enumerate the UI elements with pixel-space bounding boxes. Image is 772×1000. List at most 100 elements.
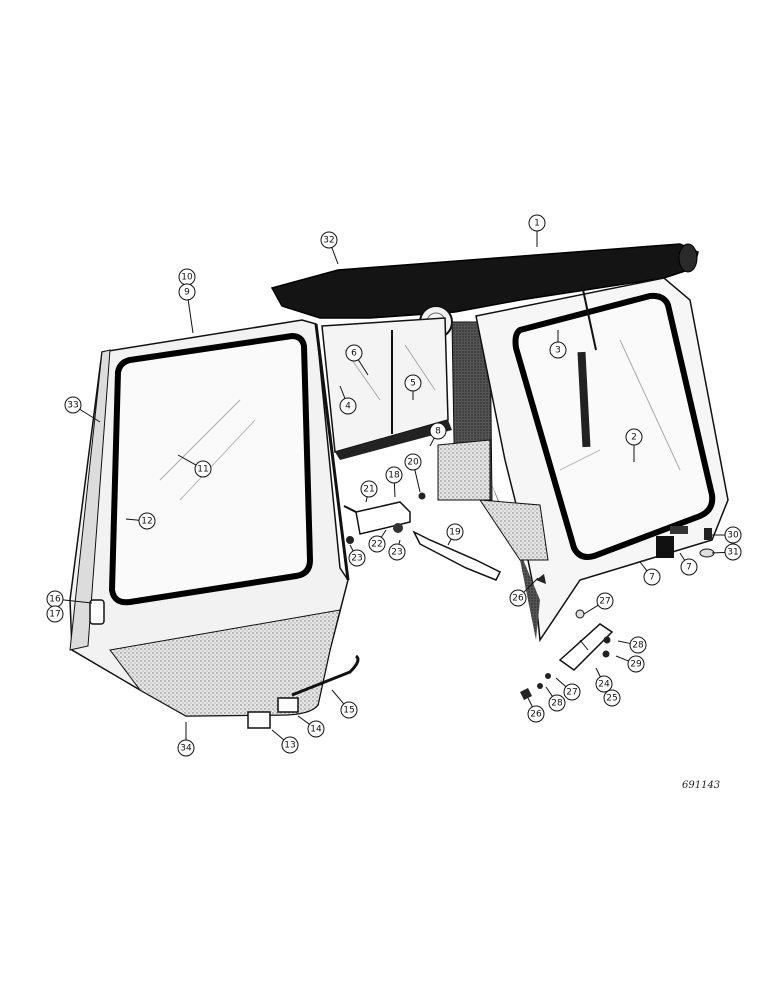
leader-line xyxy=(595,667,601,678)
leader-line xyxy=(523,577,539,593)
callout-label: 21 xyxy=(363,485,374,495)
callout-15: 15 xyxy=(331,689,358,719)
callout-label: 22 xyxy=(371,540,382,550)
callout-6: 6 xyxy=(345,344,369,376)
callout-label: 27 xyxy=(599,597,610,607)
leader-line xyxy=(527,697,533,708)
callout-5: 5 xyxy=(404,374,422,400)
support-bracket xyxy=(412,530,502,581)
callout-11: 11 xyxy=(177,454,212,478)
callout-circle xyxy=(595,675,613,693)
callout-label: 10 xyxy=(181,273,193,283)
callout-label: 6 xyxy=(351,349,357,359)
leader-line xyxy=(711,551,726,554)
callout-21: 21 xyxy=(360,480,378,503)
callout-circle xyxy=(404,374,422,392)
leader-line xyxy=(545,686,553,697)
callout-label: 4 xyxy=(345,402,351,412)
leader-line xyxy=(349,544,354,552)
callout-26: 26 xyxy=(509,577,539,607)
callout-label: 11 xyxy=(197,465,208,475)
callout-circle xyxy=(724,543,742,561)
callout-circle xyxy=(549,341,567,359)
leader-line xyxy=(297,715,310,725)
callout-2: 2 xyxy=(625,428,643,462)
callout-circle xyxy=(385,466,403,484)
callout-circle xyxy=(138,512,156,530)
callout-label: 29 xyxy=(630,660,642,670)
leader-line xyxy=(583,604,599,615)
callout-label: 19 xyxy=(449,528,461,538)
callout-label: 23 xyxy=(391,548,402,558)
callout-circle xyxy=(509,589,527,607)
callout-circle xyxy=(64,396,82,414)
callout-circle xyxy=(596,592,614,610)
leader-line xyxy=(393,482,396,498)
callout-27: 27 xyxy=(555,677,581,701)
callout-7: 7 xyxy=(679,552,698,576)
callout-7: 7 xyxy=(639,561,661,586)
callout-circle xyxy=(625,428,643,446)
callout-label: 30 xyxy=(727,531,739,541)
callout-circle xyxy=(446,523,464,541)
leader-line xyxy=(331,247,339,265)
callout-label: 14 xyxy=(310,725,322,735)
callout-22: 22 xyxy=(368,529,387,553)
callout-label: 34 xyxy=(180,744,192,754)
callout-label: 1 xyxy=(534,219,540,229)
callout-20: 20 xyxy=(404,453,422,493)
leader-line xyxy=(339,385,346,399)
callout-1: 1 xyxy=(528,214,546,247)
front-window-panel xyxy=(475,277,729,643)
door-handle xyxy=(89,599,105,625)
figure-reference: 691143 xyxy=(682,780,720,791)
callout-14: 14 xyxy=(297,715,325,738)
leader-line xyxy=(271,729,285,741)
callout-3: 3 xyxy=(549,330,567,359)
callout-label: 33 xyxy=(67,401,78,411)
callout-23: 23 xyxy=(348,544,366,567)
callout-28: 28 xyxy=(545,686,566,712)
callout-circle xyxy=(548,694,566,712)
callout-label: 9 xyxy=(184,288,190,298)
hardware-nuts xyxy=(346,492,426,544)
callout-circle xyxy=(368,535,386,553)
callout-circle xyxy=(46,605,64,623)
callout-label: 2 xyxy=(631,433,637,443)
leader-line xyxy=(380,529,387,538)
callout-19: 19 xyxy=(446,523,464,546)
callout-circle xyxy=(429,422,447,440)
callout-label: 7 xyxy=(686,563,692,573)
door-check-parts xyxy=(247,654,360,729)
callout-8: 8 xyxy=(429,422,447,447)
cab-door xyxy=(69,319,350,717)
callout-circle xyxy=(307,720,325,738)
callout-circle xyxy=(643,568,661,586)
wiper-blade xyxy=(577,284,597,448)
callout-circle xyxy=(339,397,357,415)
callout-circle xyxy=(340,701,358,719)
callout-circle xyxy=(603,689,621,707)
leader-line xyxy=(62,599,93,604)
callout-label: 23 xyxy=(351,554,362,564)
callout-circle xyxy=(629,636,647,654)
callout-17: 17 xyxy=(46,605,64,623)
mounting-bracket-upper xyxy=(343,501,411,535)
leader-line xyxy=(447,538,452,546)
callout-label: 7 xyxy=(649,573,655,583)
callout-circle xyxy=(680,558,698,576)
callout-30: 30 xyxy=(712,526,742,544)
callout-13: 13 xyxy=(271,729,299,754)
leader-line xyxy=(555,677,567,688)
callout-label: 20 xyxy=(407,458,419,468)
callout-label: 25 xyxy=(606,694,617,704)
leader-line xyxy=(639,561,648,572)
callout-circle xyxy=(724,526,742,544)
callout-label: 13 xyxy=(284,741,295,751)
bolt-washer xyxy=(699,528,715,558)
leader-line xyxy=(187,299,194,334)
callout-28: 28 xyxy=(617,636,647,654)
callout-24: 24 xyxy=(595,667,613,693)
